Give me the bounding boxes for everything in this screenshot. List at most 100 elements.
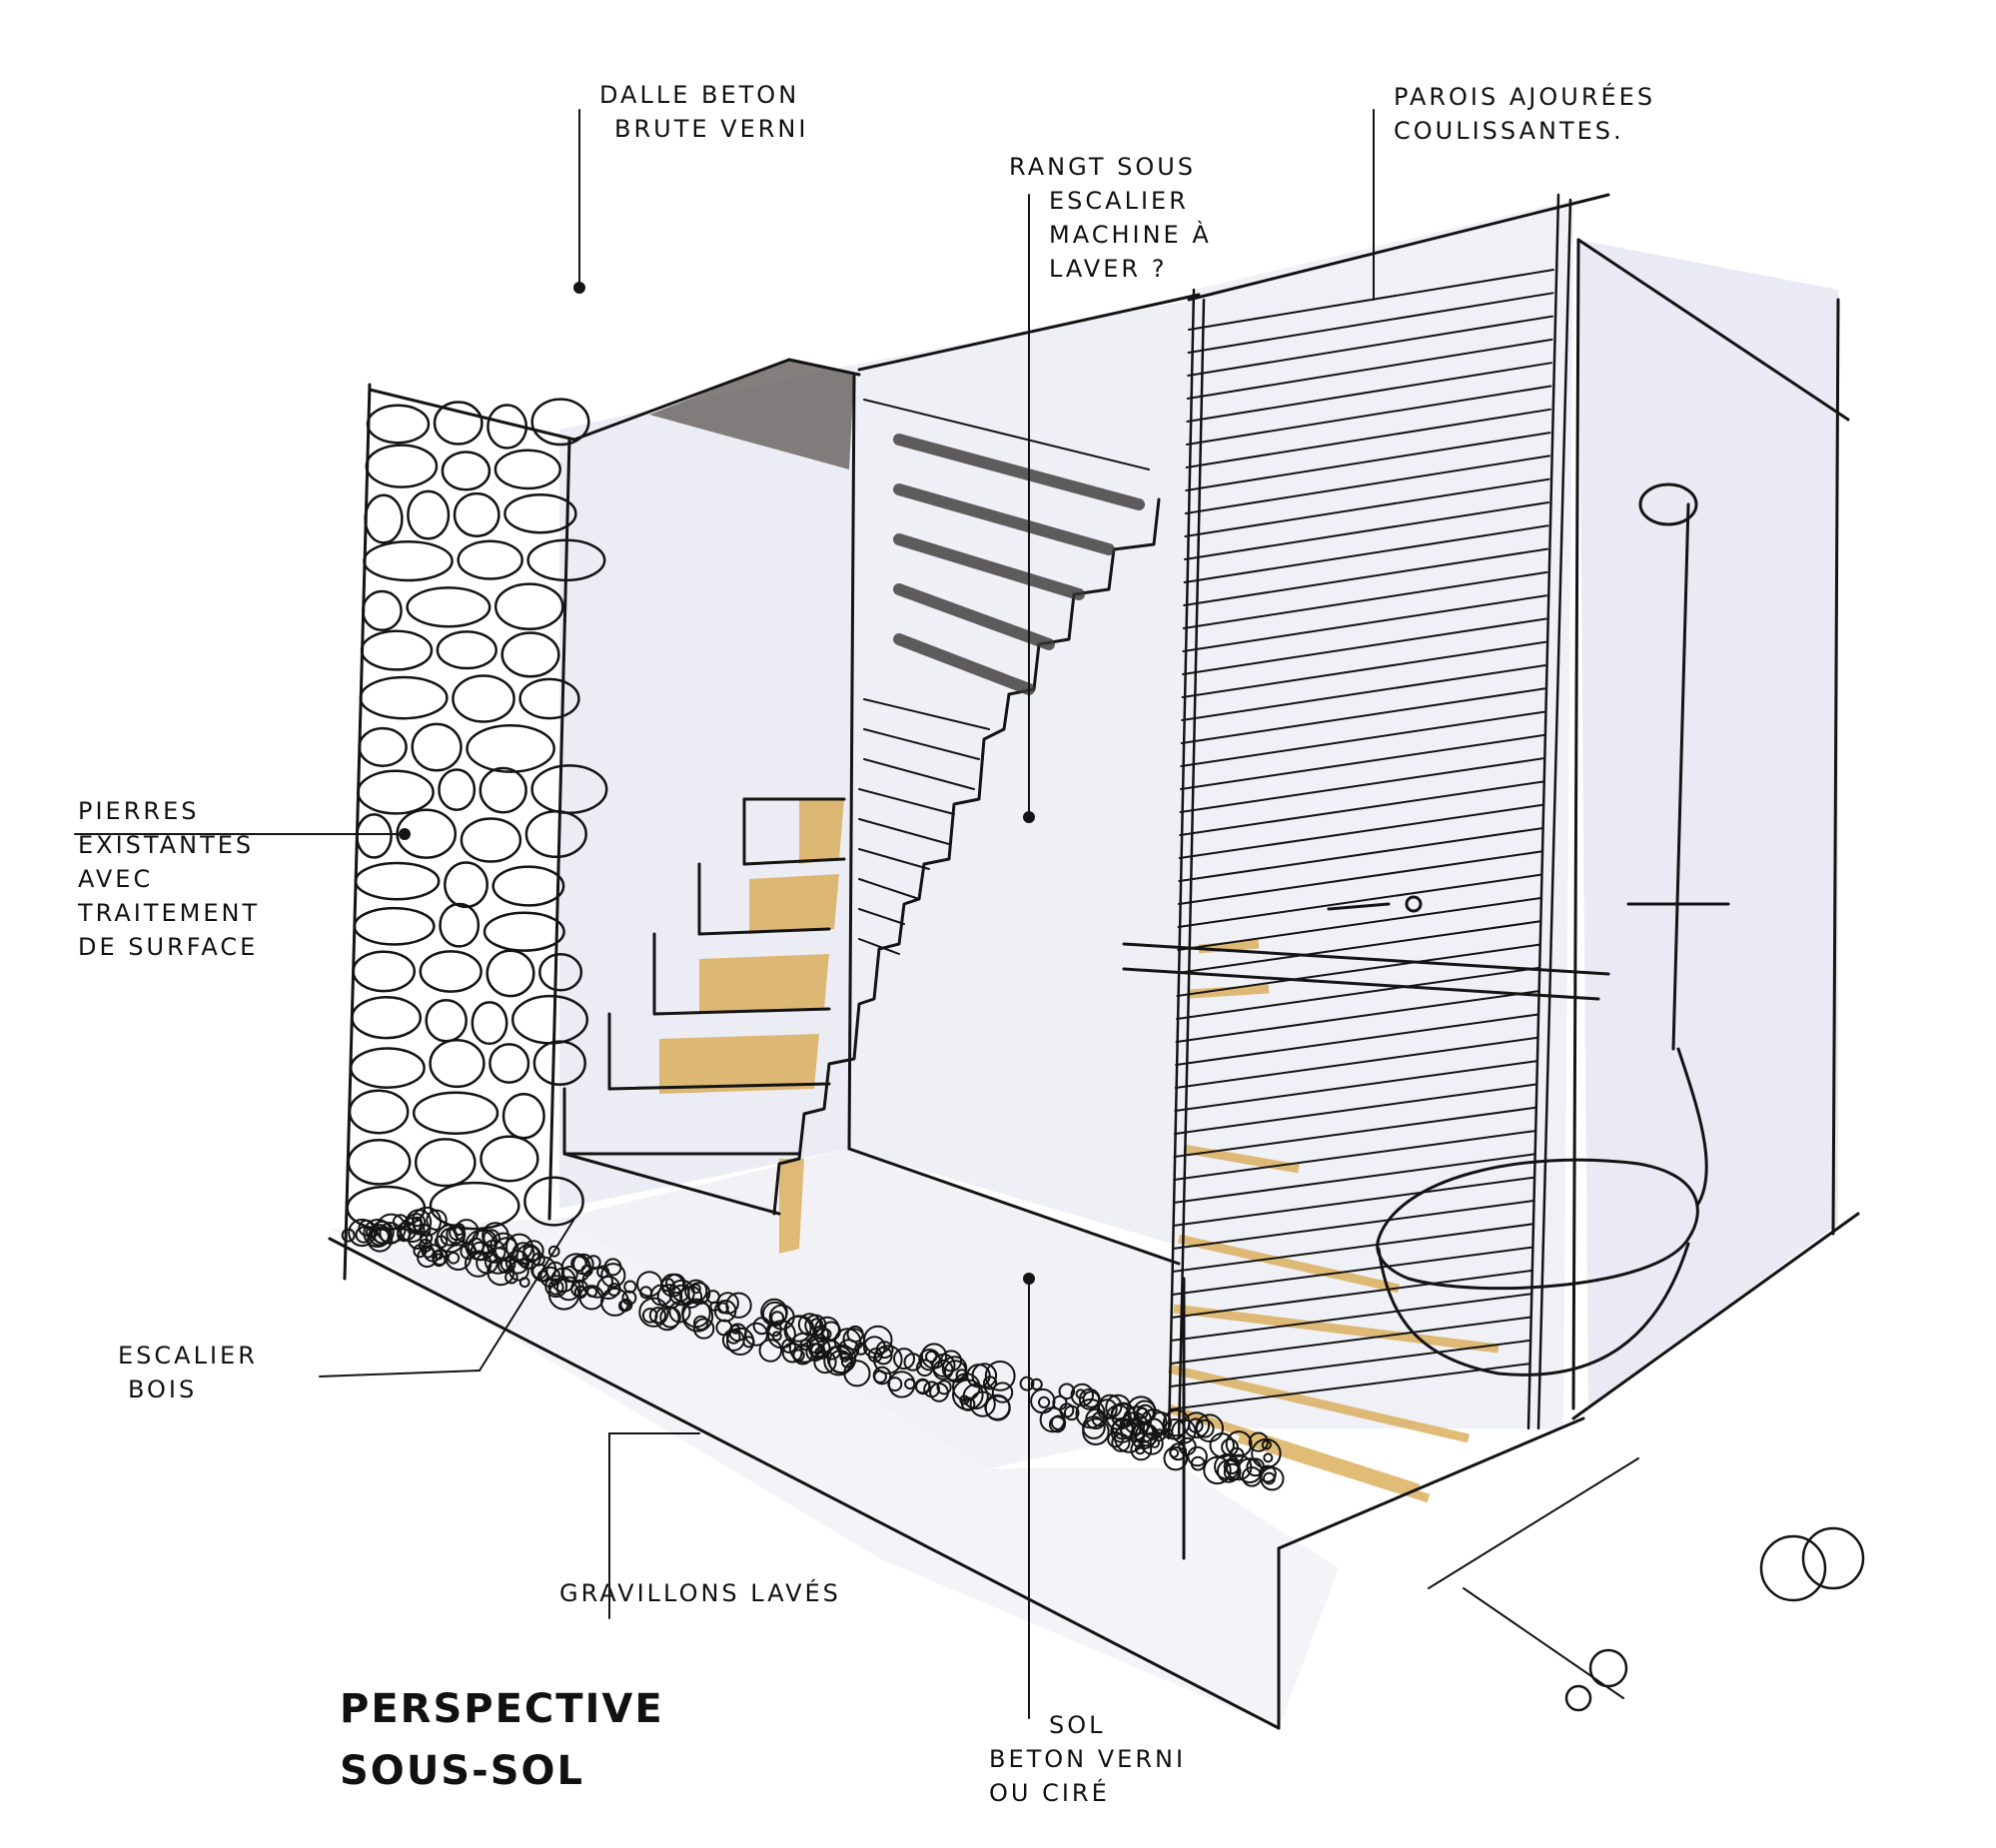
plant-ball <box>1801 1526 1865 1590</box>
pebble <box>771 1331 782 1342</box>
wood-tone <box>749 874 839 934</box>
slat <box>1169 1339 1531 1387</box>
back-wall-wash <box>849 300 1194 1249</box>
hatch <box>863 758 975 790</box>
hatch <box>858 788 955 815</box>
pebble <box>560 1253 591 1284</box>
pebble <box>1019 1376 1035 1391</box>
pebble <box>797 1313 822 1337</box>
panel-wash <box>1169 200 1573 1428</box>
annotation-line: OU CIRÉ <box>989 1779 1110 1807</box>
pebble <box>752 1317 771 1336</box>
stone-wall-right-edge <box>547 438 571 1221</box>
room-outline <box>328 193 1860 1730</box>
shower-hose <box>1676 1047 1708 1206</box>
bathtub-body <box>1377 1242 1690 1377</box>
annotation-line: MACHINE À <box>1049 221 1212 249</box>
stone <box>360 629 434 671</box>
partition-edge <box>1536 198 1572 1430</box>
pebble <box>654 1306 680 1332</box>
pebble <box>873 1345 903 1375</box>
stone <box>457 539 523 580</box>
stone-wall <box>346 398 608 1231</box>
pebble <box>717 1302 729 1315</box>
slat <box>1170 1269 1533 1319</box>
slat <box>1171 1223 1534 1273</box>
slat <box>1178 803 1543 859</box>
slat <box>1185 408 1551 468</box>
stone <box>406 586 492 628</box>
pebble <box>648 1307 667 1325</box>
pebble <box>1149 1411 1173 1434</box>
pebble <box>1030 1378 1043 1391</box>
hatch <box>863 728 980 760</box>
leader-dot <box>399 828 411 840</box>
wood-stroke <box>1178 1234 1400 1294</box>
slat <box>1172 1153 1535 1204</box>
slat <box>1174 1036 1538 1089</box>
pebble <box>600 1263 626 1289</box>
pebble <box>547 1245 560 1258</box>
pebble <box>705 1290 720 1305</box>
pebble <box>1183 1411 1211 1438</box>
pebble <box>920 1343 948 1370</box>
hatch <box>858 908 905 925</box>
slat <box>1185 432 1551 491</box>
slat <box>1182 570 1548 629</box>
pebble <box>893 1348 915 1371</box>
slat <box>1184 501 1549 560</box>
stone <box>412 1091 499 1135</box>
stone <box>460 817 522 863</box>
stone <box>359 675 449 720</box>
slat <box>1181 640 1546 698</box>
pebble <box>1038 1395 1051 1409</box>
pebble <box>679 1285 703 1309</box>
pebble <box>1163 1445 1189 1471</box>
slat <box>1169 1363 1531 1410</box>
stone <box>436 630 498 670</box>
stone <box>429 1181 520 1231</box>
pebble <box>1178 1436 1197 1456</box>
pebble <box>1149 1437 1161 1448</box>
slab-shadow <box>649 360 854 469</box>
pebble <box>792 1345 813 1366</box>
back-wall-floor <box>847 1147 1181 1266</box>
partition-edge <box>1177 298 1206 1440</box>
pebble <box>726 1327 755 1357</box>
stone <box>444 861 489 909</box>
plants <box>1564 1526 1865 1712</box>
pebble <box>872 1366 892 1386</box>
right-wall-wash <box>1578 240 1838 1408</box>
leader-dot <box>573 282 585 294</box>
pebble <box>762 1301 788 1328</box>
nosing <box>893 583 1055 650</box>
annotation-line: TRAITEMENT <box>78 899 261 927</box>
hatch <box>858 878 920 900</box>
plant-ball <box>1564 1684 1592 1712</box>
annotation-stair: ESCALIER BOIS <box>118 1339 258 1406</box>
pebble <box>544 1275 568 1299</box>
plant-ball <box>1759 1534 1827 1602</box>
stair-tread <box>697 927 831 936</box>
slat <box>1174 1083 1537 1135</box>
stone <box>425 999 468 1043</box>
floor-front-edge <box>328 1237 1281 1730</box>
pebble <box>1105 1403 1132 1430</box>
nosing <box>893 434 1145 510</box>
right-wall-corner <box>1571 238 1580 1410</box>
pebble <box>1152 1428 1166 1442</box>
pebble <box>498 1259 512 1274</box>
pebble <box>600 1287 629 1317</box>
pebble <box>1039 1406 1066 1433</box>
stone <box>364 493 404 544</box>
pebble <box>693 1315 709 1332</box>
stone <box>494 582 564 631</box>
slat <box>1179 780 1543 836</box>
pebble <box>518 1277 530 1289</box>
slat <box>1180 734 1544 790</box>
slat <box>1188 269 1554 331</box>
pebble <box>955 1369 968 1382</box>
pebble <box>432 1253 447 1268</box>
pebble <box>959 1394 970 1405</box>
